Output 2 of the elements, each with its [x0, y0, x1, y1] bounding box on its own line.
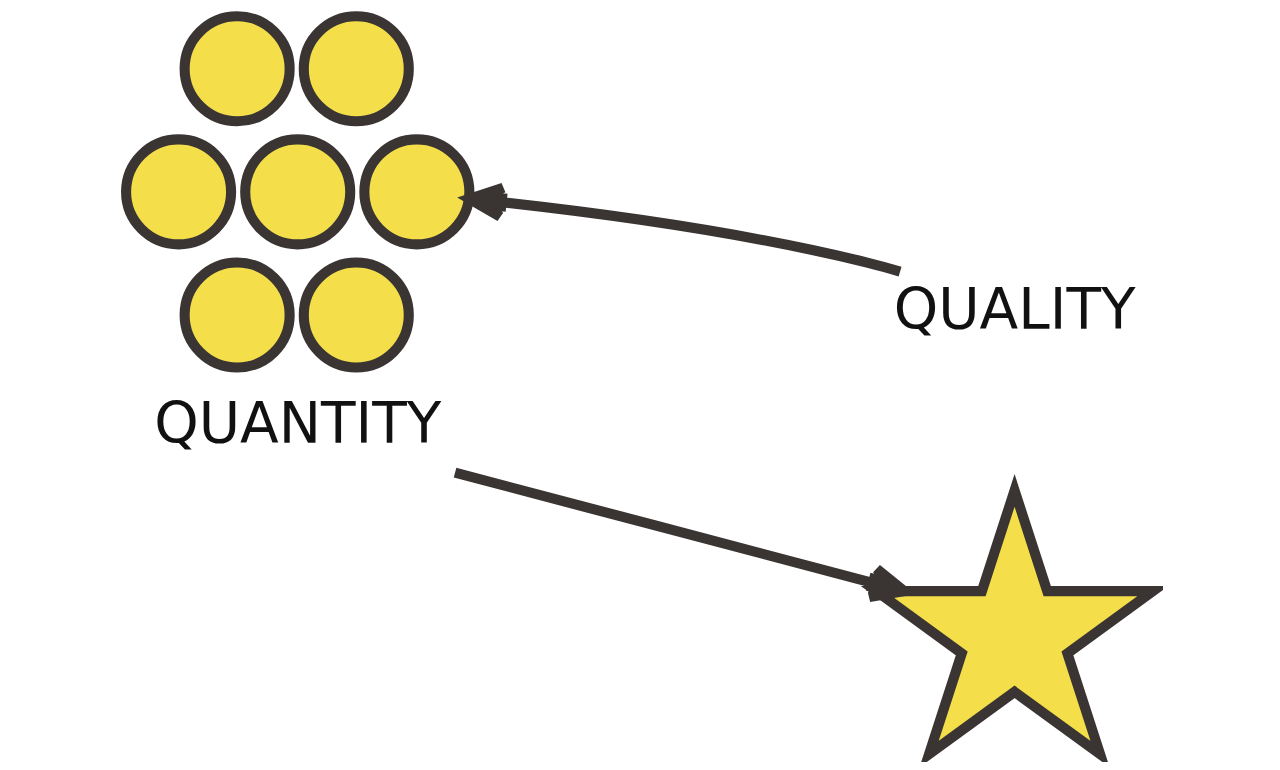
- node-text: QUALITY: [893, 276, 1135, 342]
- node-text: QUANTITY: [153, 391, 441, 457]
